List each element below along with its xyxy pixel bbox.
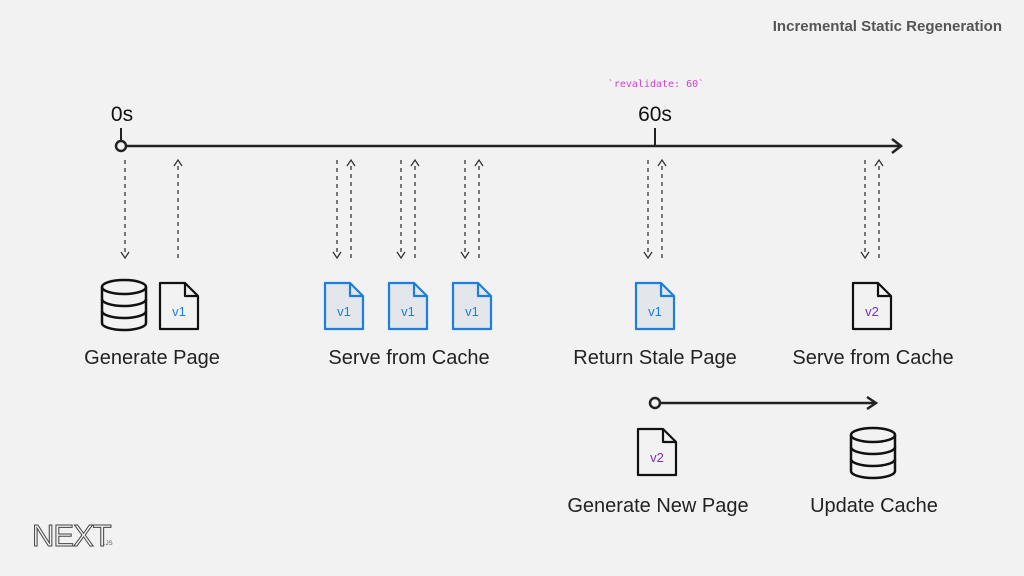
database-icon xyxy=(100,278,148,332)
doc-version-label: v1 xyxy=(648,304,662,319)
caption-return-stale-page: Return Stale Page xyxy=(573,347,737,369)
nextjs-logo: NEXT .JS xyxy=(32,518,114,554)
revalidate-annotation: `revalidate: 60` xyxy=(607,79,705,90)
doc-version-label: v1 xyxy=(465,304,479,319)
svg-text:.JS: .JS xyxy=(104,541,113,547)
caption-serve-from-cache-v2: Serve from Cache xyxy=(792,347,954,369)
diagram-title: Incremental Static Regeneration xyxy=(772,18,1002,35)
caption-generate-new-page: Generate New Page xyxy=(567,495,749,517)
cached-document-icon: v1 xyxy=(387,281,429,331)
document-icon: v1 xyxy=(158,281,200,331)
request-arrows xyxy=(120,158,884,260)
stale-document-icon: v1 xyxy=(634,281,676,331)
new-document-icon: v2 xyxy=(636,427,678,477)
doc-version-label: v1 xyxy=(401,304,415,319)
main-timeline xyxy=(114,128,904,154)
svg-text:NEXT: NEXT xyxy=(32,518,112,553)
caption-update-cache: Update Cache xyxy=(810,495,938,517)
regeneration-arrow xyxy=(648,395,879,411)
database-icon xyxy=(849,426,897,480)
doc-version-label: v1 xyxy=(337,304,351,319)
timeline-60s-label: 60s xyxy=(638,103,672,126)
caption-generate-page: Generate Page xyxy=(84,347,220,369)
doc-version-label: v2 xyxy=(650,450,664,465)
timeline-start-label: 0s xyxy=(110,103,134,126)
cached-document-icon: v1 xyxy=(323,281,365,331)
doc-version-label: v1 xyxy=(172,304,186,319)
new-document-icon: v2 xyxy=(851,281,893,331)
doc-version-label: v2 xyxy=(865,304,879,319)
cached-document-icon: v1 xyxy=(451,281,493,331)
caption-serve-from-cache: Serve from Cache xyxy=(328,347,490,369)
